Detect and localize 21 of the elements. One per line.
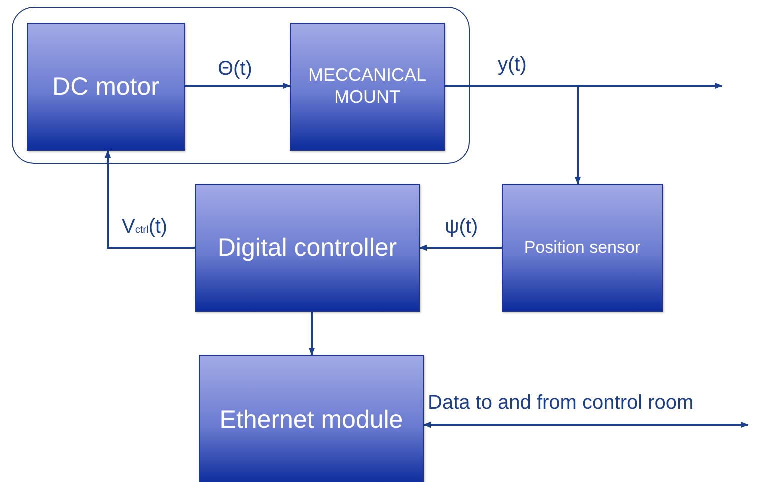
block-label: Position sensor <box>523 238 642 258</box>
edge-label: ψ(t) <box>445 216 478 238</box>
process-box <box>27 23 185 151</box>
arrow <box>423 422 749 428</box>
arrow <box>308 312 316 356</box>
arrow <box>445 85 582 185</box>
arrow <box>185 82 291 90</box>
block-label: DC motor <box>52 72 160 102</box>
process-box <box>502 184 663 312</box>
edge-label: y(t) <box>498 54 527 76</box>
block-label: MECCANICAL MOUNT <box>307 65 428 109</box>
process-box <box>195 184 420 312</box>
block-label: Digital controller <box>216 233 398 263</box>
block-label: Ethernet module <box>218 405 404 435</box>
edge-label: Data to and from control room <box>428 392 694 414</box>
group-outline <box>12 7 470 164</box>
process-box <box>290 23 445 151</box>
arrow <box>419 244 502 252</box>
arrow <box>104 150 195 249</box>
edge-label: Θ(t) <box>218 58 252 80</box>
process-box <box>199 355 424 482</box>
